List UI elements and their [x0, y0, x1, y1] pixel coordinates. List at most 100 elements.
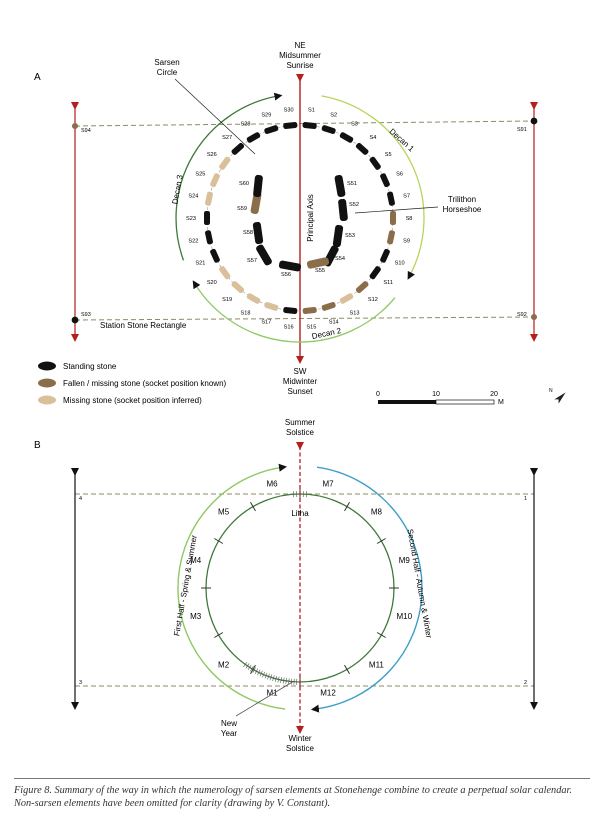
day-tick: [247, 664, 252, 671]
corner-number-3: 3: [79, 680, 82, 686]
sarsen-label-s25: S25: [195, 172, 205, 178]
sarsen-stone-s1: [302, 122, 317, 129]
month-tick: [376, 538, 386, 544]
sarsen-stone-s21: [210, 248, 220, 263]
month-tick: [214, 538, 224, 544]
trilithon-label-s57: S57: [247, 258, 257, 264]
legend-fallen-swatch: [38, 378, 56, 388]
sarsen-label-s7: S7: [403, 193, 410, 199]
winter-label: Winter: [288, 734, 311, 743]
legend-missing-label: Missing stone (socket position inferred): [63, 396, 202, 405]
trilithon-label-s58: S58: [243, 230, 253, 236]
day-tick: [282, 677, 285, 684]
new-year-label-2: Year: [221, 729, 238, 738]
sarsen-label-s4: S4: [369, 135, 376, 141]
new-year-pointer-line: [235, 680, 295, 717]
trilithon-label-s55: S55: [315, 268, 325, 274]
trilithon-stone-s53: [332, 224, 344, 248]
day-tick: [306, 491, 308, 498]
sarsen-label-s23: S23: [186, 216, 196, 222]
sarsen-label-s29: S29: [261, 112, 271, 118]
sarsen-label-s30: S30: [284, 108, 294, 114]
decan-1-arc: [321, 95, 425, 280]
scale-unit: M: [498, 399, 504, 406]
day-tick: [257, 669, 261, 676]
station-stone-s94: [72, 123, 78, 129]
month-label-m8: M8: [371, 508, 383, 517]
legend-fallen-label: Fallen / missing stone (socket position …: [63, 379, 227, 388]
station-label-s94: S94: [81, 128, 91, 134]
corner-number-4: 4: [79, 496, 82, 502]
sarsen-pointer-line: [174, 78, 256, 155]
trilithon-label-s53: S53: [345, 233, 355, 239]
station-label-s91: S91: [517, 127, 527, 133]
north-label: N: [549, 388, 553, 394]
day-tick: [245, 663, 250, 669]
month-tick: [214, 632, 224, 638]
sarsen-label-s17: S17: [261, 320, 271, 326]
day-tick: [259, 670, 263, 677]
day-tick: [269, 674, 273, 681]
sarsen-label-s16: S16: [284, 324, 294, 330]
trilithon-label-s52: S52: [349, 202, 359, 208]
trilithon-stone-s56: [278, 260, 302, 272]
sarsen-stone-s19: [231, 281, 245, 294]
trilithon-stone-s60: [253, 174, 263, 198]
sarsen-stone-s12: [355, 281, 369, 294]
trilithon-pointer-line: [354, 206, 439, 214]
sarsen-label-s12: S12: [368, 297, 378, 303]
sarsen-stone-s15: [302, 307, 317, 314]
month-label-m11: M11: [369, 660, 385, 669]
sarsen-stones: [204, 122, 396, 314]
sarsen-stone-labels: S1S2S3S4S5S6S7S8S9S10S11S12S13S14S15S16S…: [186, 108, 412, 331]
corner-number-1: 1: [524, 496, 527, 502]
decan-3-arc: [175, 92, 283, 261]
sarsen-label-s14: S14: [329, 320, 339, 326]
day-tick: [264, 672, 268, 679]
month-tick: [250, 502, 256, 512]
decan-1-label: Decan 1: [388, 127, 417, 154]
station-rect-bottom-line: [74, 316, 535, 321]
month-label-m6: M6: [266, 480, 278, 489]
sarsen-label-s13: S13: [350, 310, 360, 316]
sarsen-stone-s20: [219, 266, 231, 280]
sarsen-label-s2: S2: [330, 112, 337, 118]
new-year-label-1: New: [221, 719, 237, 728]
sarsen-label-s6: S6: [396, 172, 403, 178]
station-rect-label: Station Stone Rectangle: [100, 321, 187, 330]
sarsen-label-s19: S19: [222, 297, 232, 303]
month-label-m1: M1: [266, 688, 278, 697]
day-tick: [280, 677, 282, 684]
sarsen-label-s8: S8: [406, 216, 413, 222]
sarsen-stone-s23: [204, 211, 210, 225]
panel-b-letter: B: [34, 440, 41, 451]
sunrise-label: Sunrise: [286, 61, 314, 70]
second-half-arc: [310, 466, 423, 713]
sw-label: SW: [294, 367, 307, 376]
midwinter-label: Midwinter: [283, 377, 318, 386]
decan-2-arc: [192, 280, 396, 343]
day-tick: [262, 671, 265, 678]
sarsen-stone-s2: [321, 125, 336, 135]
scale-label-10: 10: [432, 391, 440, 398]
station-stone-s93: [71, 316, 79, 324]
trilithon-stone-s58: [252, 221, 264, 245]
sarsen-circle-label-2: Circle: [157, 68, 178, 77]
sarsen-label-s18: S18: [241, 310, 251, 316]
ne-label: NE: [294, 41, 305, 50]
trilithon-stone-s55: [306, 257, 330, 269]
day-tick: [285, 677, 287, 685]
day-tick: [290, 678, 293, 685]
sarsen-stone-s5: [369, 156, 381, 170]
day-tick: [288, 678, 290, 685]
sarsen-label-s3: S3: [351, 122, 358, 128]
trilithon-label-s51: S51: [347, 181, 357, 187]
figure-caption: Figure 8. Summary of the way in which th…: [14, 785, 572, 809]
day-tick: [292, 491, 294, 498]
sarsen-stone-s16: [283, 307, 298, 314]
sarsen-label-s21: S21: [195, 260, 205, 266]
trilithon-label-s59: S59: [237, 206, 247, 212]
